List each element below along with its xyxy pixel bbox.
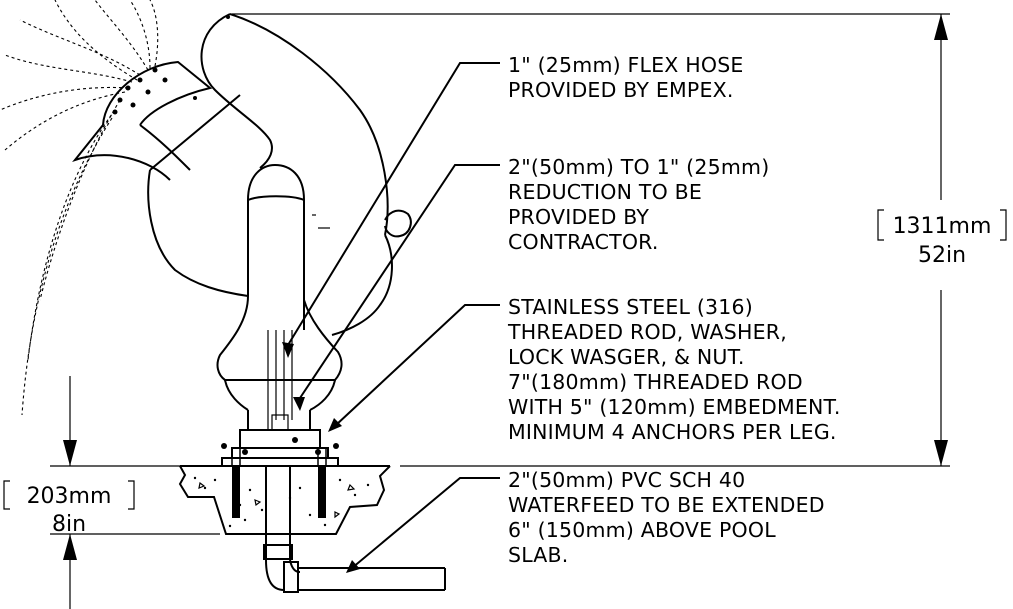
callout-line: 2"(50mm) TO 1" (25mm) — [508, 155, 769, 179]
callout-line: 6" (150mm) ABOVE POOL — [508, 518, 776, 542]
callout-line: 7"(180mm) THREADED ROD — [508, 370, 803, 394]
pool-slab — [178, 465, 391, 535]
callout-line: REDUCTION TO BE — [508, 180, 702, 204]
callout-line: STAINLESS STEEL (316) — [508, 295, 753, 319]
leader-lines — [282, 62, 500, 573]
callout-line: SLAB. — [508, 543, 569, 567]
callout-line: 2"(50mm) PVC SCH 40 — [508, 468, 745, 492]
callout-reduction: 2"(50mm) TO 1" (25mm) REDUCTION TO BE PR… — [508, 155, 776, 254]
callout-line: THREADED ROD, WASHER, — [507, 320, 787, 344]
callout-line: MINIMUM 4 ANCHORS PER LEG. — [508, 420, 837, 444]
callout-flex-hose: 1" (25mm) FLEX HOSE PROVIDED BY EMPEX. — [508, 53, 750, 102]
callout-waterfeed: 2"(50mm) PVC SCH 40 WATERFEED TO BE EXTE… — [508, 468, 832, 567]
callout-line: PROVIDED BY EMPEX. — [508, 78, 734, 102]
callout-line: WITH 5" (120mm) EMBEDMENT. — [508, 395, 841, 419]
depth-imperial-label: 8in — [52, 512, 86, 537]
height-dimension — [232, 13, 1007, 467]
depth-metric-label: 203mm — [27, 484, 112, 509]
water-spray-lines — [0, 0, 159, 416]
height-metric-label: 1311mm — [893, 214, 992, 239]
callout-line: WATERFEED TO BE EXTENDED — [508, 493, 825, 517]
fountain-head — [72, 13, 412, 336]
callout-line: LOCK WASGER, & NUT. — [508, 345, 745, 369]
height-imperial-label: 52in — [918, 243, 966, 268]
waterfeed-pipe — [263, 466, 446, 593]
callout-line: CONTRACTOR. — [508, 230, 659, 254]
callout-line: PROVIDED BY — [508, 205, 649, 229]
callout-line: 1" (25mm) FLEX HOSE — [508, 53, 744, 77]
depth-dimension — [3, 376, 220, 609]
callout-anchors: STAINLESS STEEL (316) THREADED ROD, WASH… — [507, 295, 847, 444]
